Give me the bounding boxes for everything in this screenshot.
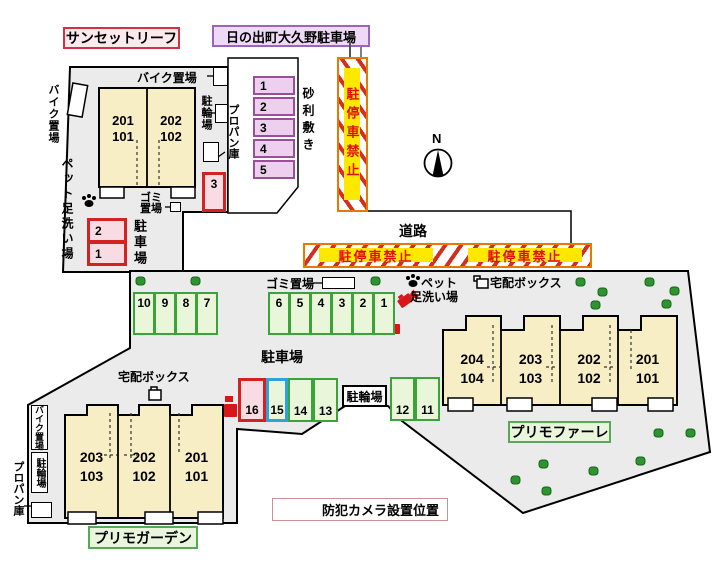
space-13: 13 (313, 378, 338, 422)
space-8: 8 (175, 292, 197, 335)
pet-lower-label-2: 足洗い場 (410, 290, 459, 304)
compass-icon (423, 148, 453, 178)
bicycle-mid-label-box: 駐輪場 (342, 385, 387, 407)
pet-lower-label-1: ペット (421, 276, 458, 290)
trash-box-lower (322, 277, 355, 289)
bicycle-mid-label: 駐輪場 (346, 389, 383, 404)
space-2: 2 (352, 292, 374, 335)
space-15: 15 (266, 378, 288, 422)
propane-upper-label: プロパン庫 (227, 104, 239, 159)
pet-wash-left-label: ペット足洗い場 (60, 157, 74, 262)
space-11: 11 (415, 377, 440, 421)
trash-box-upper (170, 202, 181, 212)
trash-upper-label: ゴミ 置場 (140, 193, 162, 215)
propane-garden-box (31, 502, 52, 518)
bicycle-garden-box: 駐輪場 (31, 452, 48, 493)
propane-box-upper (203, 142, 219, 162)
building-primo-fare (442, 315, 678, 412)
space-4: 4 (310, 292, 332, 335)
banner-pole (349, 42, 351, 70)
bicycle-upper-label: 駐輪場 (200, 95, 212, 131)
bike-box-upper (213, 67, 228, 86)
no-parking-text-vertical: 駐停車禁止 (344, 68, 360, 200)
bike-shed (66, 82, 89, 119)
delivery-right-label: 宅配ボックス (490, 276, 562, 290)
parking-vertical-label: 駐車場 (132, 219, 147, 267)
no-parking-banner-vertical: 駐停車禁止 (337, 57, 368, 212)
title-sunset-leaf-text: サンセットリーフ (65, 30, 178, 46)
space-gravel-3: 3 (253, 118, 295, 137)
legend-camera-label: 防犯カメラ設置位置 (321, 503, 439, 518)
trash-upper-line2: 置場 (140, 203, 162, 215)
space-red-3: 3 (202, 172, 226, 212)
delivery-left-label: 宅配ボックス (118, 370, 190, 384)
space-9: 9 (154, 292, 176, 335)
space-gravel-1: 1 (253, 76, 295, 95)
delivery-box-icon-right (473, 275, 489, 289)
space-1: 1 (373, 292, 395, 335)
space-5: 5 (289, 292, 311, 335)
space-6: 6 (268, 292, 290, 335)
space-12: 12 (390, 377, 415, 421)
title-primo-garden: プリモガーデン (88, 526, 198, 549)
space-3: 3 (331, 292, 353, 335)
paw-icon-lower (406, 274, 420, 287)
title-primo-garden-text: プリモガーデン (94, 529, 192, 546)
space-16: 16 (238, 378, 266, 422)
no-parking-text-left: 駐停車禁止 (319, 248, 433, 264)
bike-garden-box: バイク置場 (31, 405, 48, 450)
bike-area-left-label: バイク置場 (47, 84, 59, 144)
space-gravel-4: 4 (253, 139, 295, 158)
building-primo-garden (64, 404, 224, 525)
space-14: 14 (288, 378, 313, 422)
space-red-2: 2 (87, 218, 127, 243)
bush-icons (135, 276, 696, 496)
space-gravel-5: 5 (253, 160, 295, 179)
gravel-label: 砂利敷き (301, 87, 315, 155)
paw-icon-upper (82, 194, 96, 207)
no-parking-banner-horizontal: 駐停車禁止 駐停車禁止 (303, 243, 592, 268)
space-gravel-2: 2 (253, 97, 295, 116)
building-sunset (98, 87, 196, 199)
space-7: 7 (196, 292, 218, 335)
road-label: 道路 (399, 223, 427, 239)
bicycle-box-upper (215, 104, 228, 123)
title-sunset-leaf: サンセットリーフ (63, 27, 180, 49)
no-parking-label: 駐停車禁止 (487, 248, 563, 264)
space-red-1: 1 (87, 241, 127, 266)
trash-lower-label: ゴミ置場 (266, 277, 315, 291)
parking-main-label: 駐車場 (261, 349, 303, 365)
no-parking-label: 駐停車禁止 (338, 248, 414, 264)
legend-box: 防犯カメラ設置位置 (272, 498, 448, 521)
propane-garden-label: プロパン庫 (12, 461, 24, 516)
no-parking-text-right: 駐停車禁止 (468, 248, 582, 264)
compass-n-label: N (432, 131, 442, 146)
title-primo-fare: プリモファーレ (508, 421, 611, 443)
bike-area-top-label: バイク置場 (137, 71, 197, 85)
road-boundary (368, 210, 572, 247)
trash-upper-line1: ゴミ (140, 192, 162, 204)
camera-icon-1 (397, 289, 419, 308)
bicycle-garden-label: 駐輪場 (34, 457, 45, 488)
title-hinode-lot-text: 日の出町大久野駐車場 (225, 29, 356, 45)
camera-icon-3 (224, 396, 237, 417)
title-hinode-lot: 日の出町大久野駐車場 (212, 25, 370, 47)
bike-garden-label: バイク置場 (34, 405, 44, 450)
delivery-box-icon-left (148, 386, 162, 401)
title-primo-fare-text: プリモファーレ (510, 424, 609, 440)
space-10: 10 (133, 292, 155, 335)
no-parking-label: 駐停車禁止 (344, 86, 360, 182)
